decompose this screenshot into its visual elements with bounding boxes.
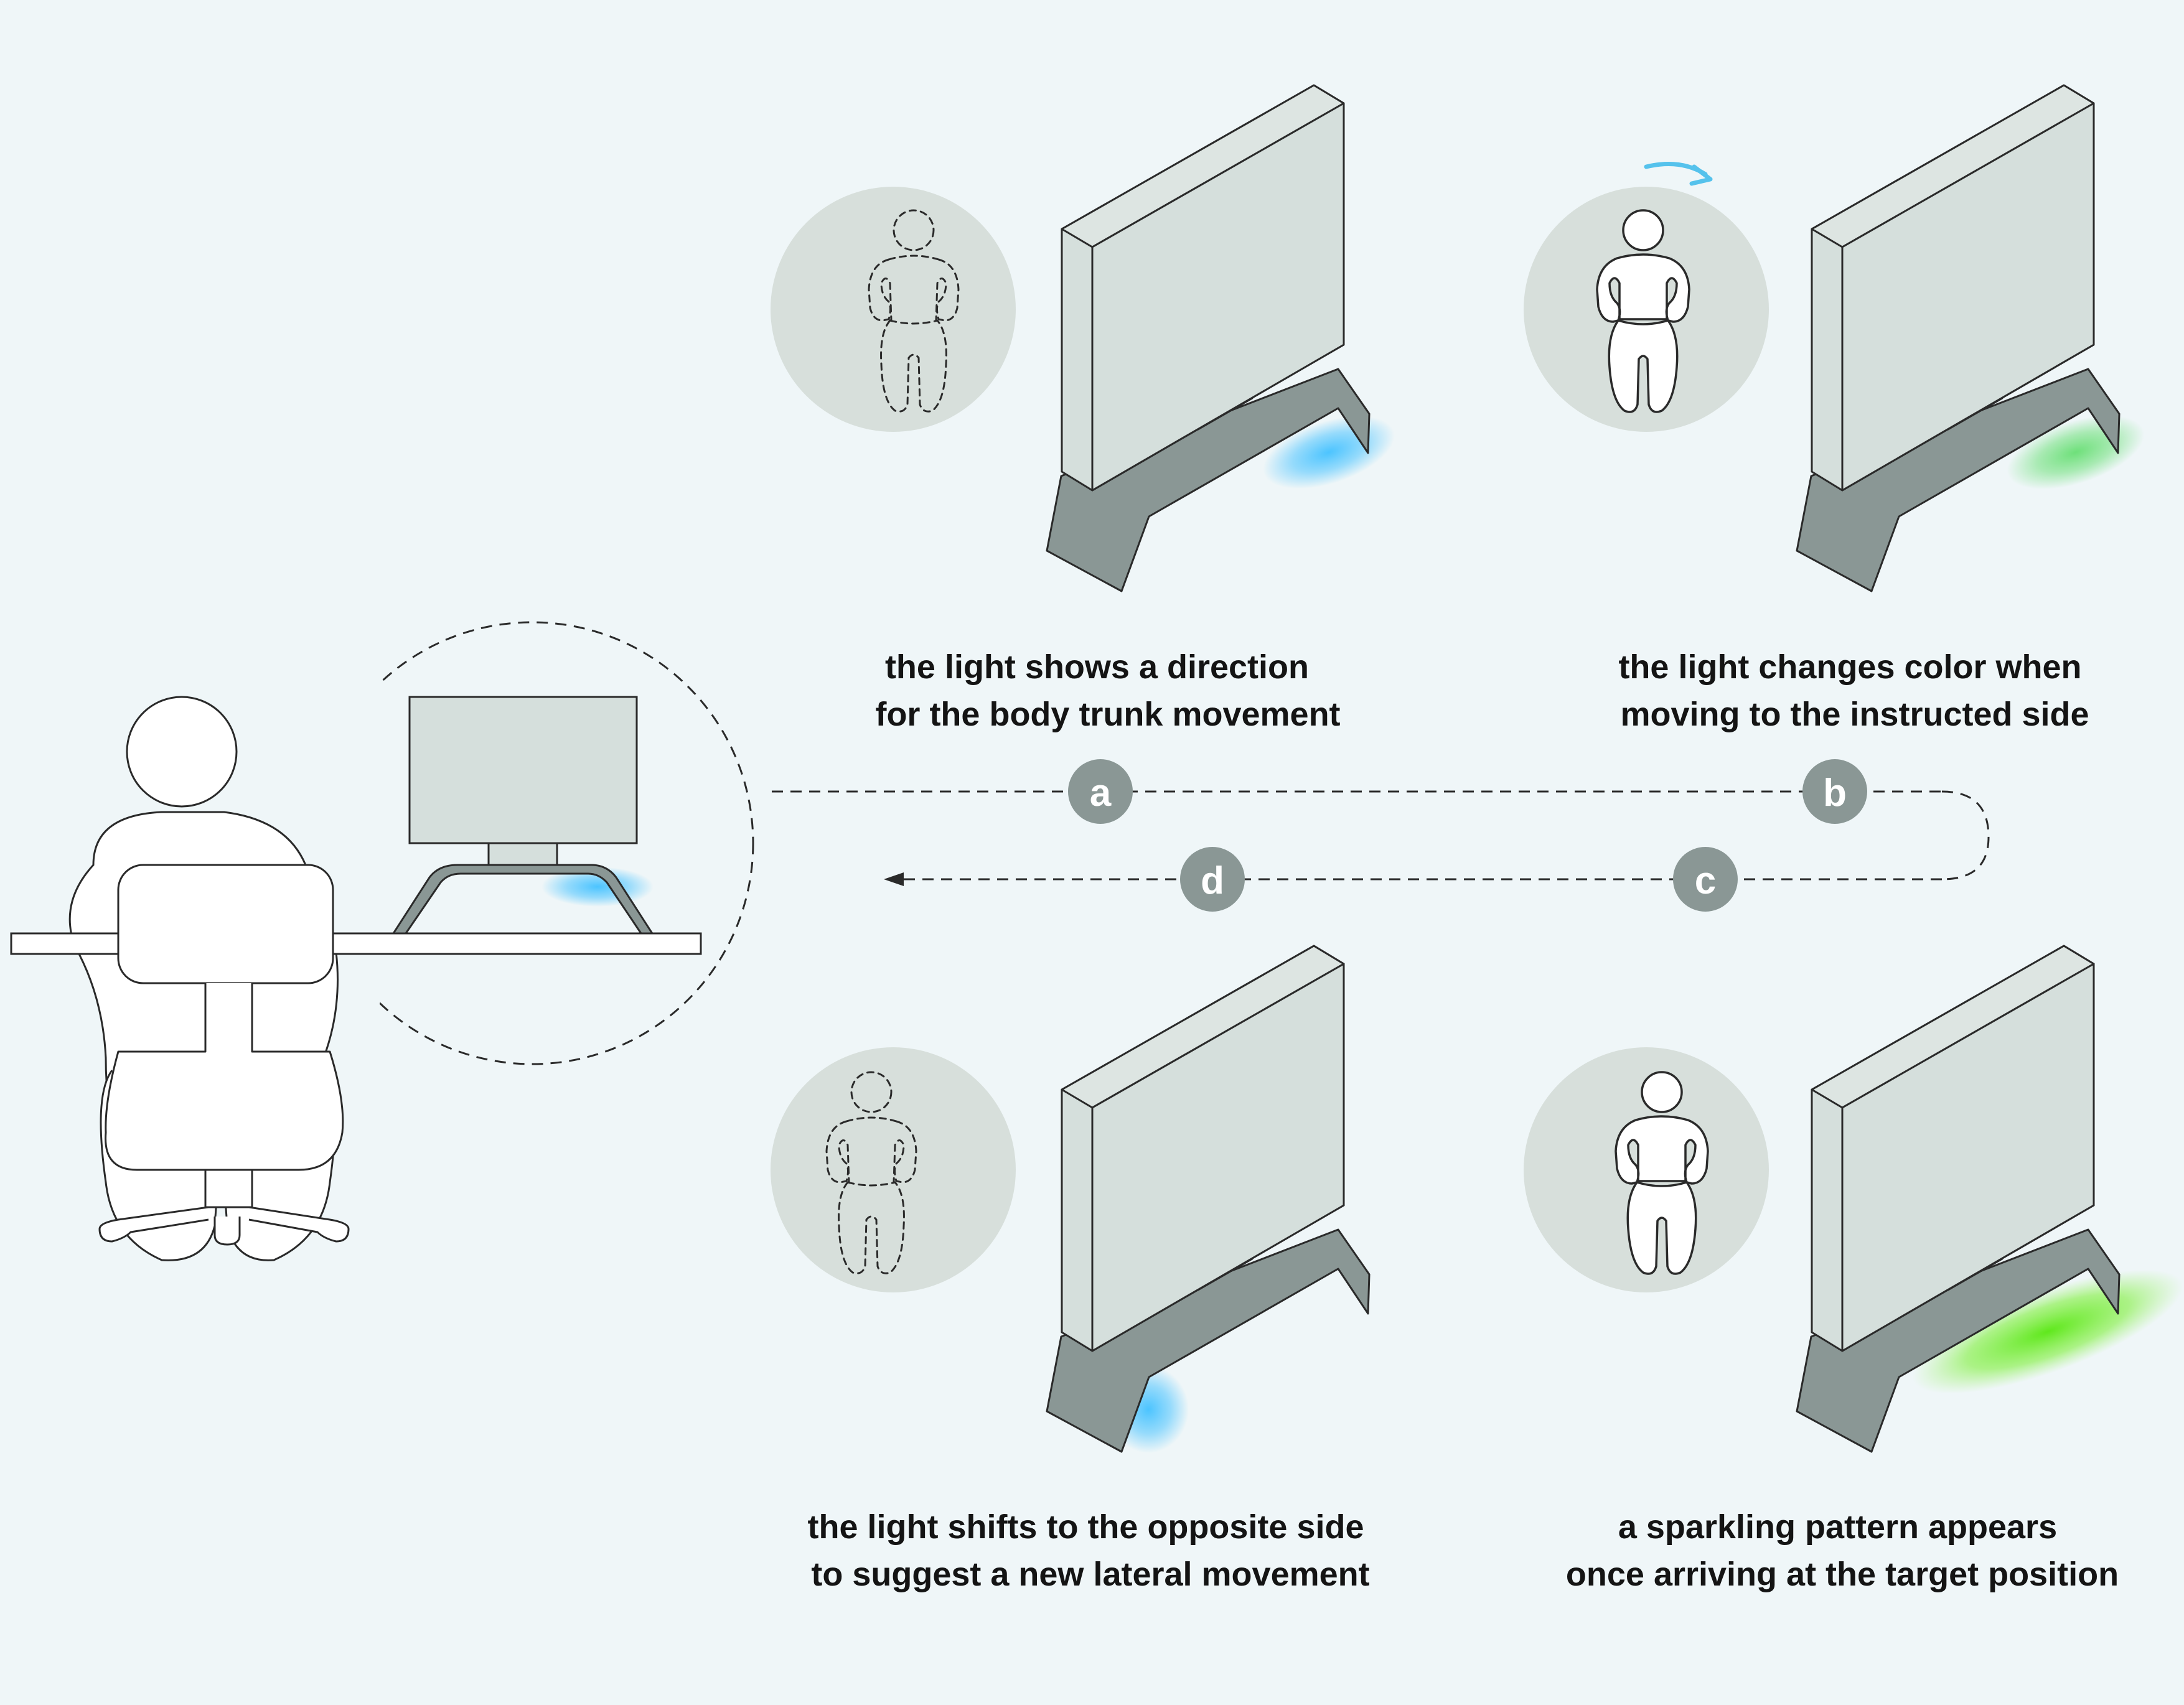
caption-a-line-1: the light shows a direction — [885, 648, 1309, 686]
overview-illustration — [10, 610, 754, 1261]
caption-b-line-1: the light changes color when — [1618, 648, 2081, 686]
office-chair-icon — [98, 864, 350, 1246]
panel-step-d: the light shifts to the opposite side to… — [771, 945, 1373, 1593]
svg-text:the light changes color when: the light changes color when moving to t… — [1618, 648, 2091, 733]
panel-step-b: the light changes color when moving to t… — [1524, 84, 2145, 733]
step-marker-b: b — [1802, 759, 1867, 824]
monitor-icon — [1796, 84, 2121, 592]
step-letter-b: b — [1823, 772, 1847, 815]
desk-monitor-icon — [392, 696, 654, 935]
panel-step-a: the light shows a direction for the body… — [771, 84, 1395, 733]
person-at-desk-icon — [126, 696, 238, 808]
caption-c-line-1: a sparkling pattern appears — [1618, 1508, 2057, 1546]
flow-path — [772, 790, 1990, 881]
step-marker-c: c — [1673, 847, 1738, 912]
step-letter-c: c — [1695, 859, 1716, 902]
svg-text:the light shows a direction: the light shows a direction for the body… — [875, 648, 1340, 733]
step-letter-a: a — [1090, 772, 1112, 815]
caption-d-line-2: to suggest a new lateral movement — [811, 1556, 1369, 1593]
caption-c-line-2: once arriving at the target position — [1566, 1556, 2119, 1593]
caption-a-line-2: for the body trunk movement — [875, 696, 1340, 733]
caption-d-line-1: the light shifts to the opposite side — [807, 1508, 1364, 1546]
monitor-icon — [1046, 945, 1371, 1453]
panel-step-c: a sparkling pattern appears once arrivin… — [1524, 945, 2183, 1593]
person-status-circle — [771, 187, 1016, 432]
step-marker-a: a — [1068, 759, 1133, 824]
step-marker-d: d — [1180, 847, 1245, 912]
svg-text:a sparkling pattern appears: a sparkling pattern appears once arrivin… — [1566, 1508, 2119, 1593]
step-letter-d: d — [1201, 859, 1224, 902]
caption-b-line-2: moving to the instructed side — [1620, 696, 2089, 733]
flow-arrow-head-icon — [884, 872, 904, 886]
person-status-circle — [771, 1047, 1016, 1292]
desk — [10, 932, 702, 955]
svg-text:the light shifts to the opposi: the light shifts to the opposite side to… — [807, 1508, 1373, 1593]
monitor-icon — [1046, 84, 1371, 592]
